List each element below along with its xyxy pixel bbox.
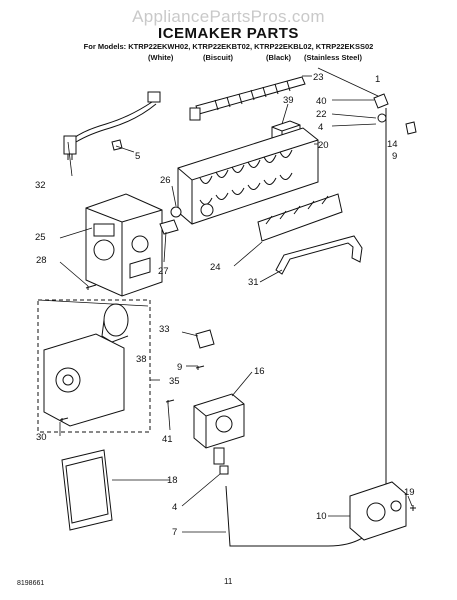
callout-label: 30 xyxy=(36,432,47,443)
gear-part xyxy=(170,206,182,218)
callout-label: 25 xyxy=(35,232,46,243)
model-list: For Models: KTRP22EKWH02, KTRP22EKBT02, … xyxy=(83,42,374,51)
wire-harness-part xyxy=(63,91,161,160)
screw-part xyxy=(85,284,97,290)
callout-label: 40 xyxy=(316,96,327,107)
callout-label: 23 xyxy=(313,72,324,83)
stripper-part xyxy=(257,193,343,242)
callout-label: 16 xyxy=(254,366,265,377)
callout-label: 41 xyxy=(162,434,173,445)
callout-label: 28 xyxy=(36,255,47,266)
callout-label: 39 xyxy=(283,95,294,106)
inlet-valve-part xyxy=(349,481,407,541)
callout-label: 20 xyxy=(318,140,329,151)
variant-biscuit: (Biscuit) xyxy=(203,53,233,62)
callout-label: 7 xyxy=(172,527,177,538)
motor-shaft-part xyxy=(159,219,179,235)
callout-label: 9 xyxy=(177,362,182,373)
callout-label: 35 xyxy=(169,376,180,387)
motor-inset-box xyxy=(37,299,151,433)
page-title: ICEMAKER PARTS xyxy=(158,25,299,42)
callout-label: 24 xyxy=(210,262,221,273)
callout-label: 32 xyxy=(35,180,46,191)
callout-label: 4 xyxy=(172,502,177,513)
mounting-plate-part xyxy=(43,333,125,427)
watermark: AppliancePartsPros.com xyxy=(132,7,325,26)
callout-label: 19 xyxy=(404,487,415,498)
wire-clip-part xyxy=(111,139,123,151)
variant-stainless: (Stainless Steel) xyxy=(304,53,362,62)
callout-label: 1 xyxy=(375,74,380,85)
nut-part xyxy=(377,113,387,123)
inlet-fitting-part xyxy=(219,465,229,475)
callout-label: 10 xyxy=(316,511,327,522)
motor-part xyxy=(101,303,129,343)
document-number: 8198661 xyxy=(17,580,45,587)
screw-part xyxy=(410,505,416,511)
control-housing-part xyxy=(85,193,163,297)
callout-label: 31 xyxy=(248,277,259,288)
fitting-part xyxy=(373,93,389,109)
ejector-assembly-part xyxy=(189,76,306,121)
page-number: 11 xyxy=(224,577,233,586)
callout-label: 27 xyxy=(158,266,169,277)
callout-label: 9 xyxy=(392,151,397,162)
callout-label: 18 xyxy=(167,475,178,486)
callout-label: 33 xyxy=(159,324,170,335)
shutoff-arm-part xyxy=(275,235,363,275)
screw-part xyxy=(59,417,69,422)
filler-cup-part xyxy=(61,449,113,531)
callout-labels: 1 40 22 4 14 9 23 39 20 5 26 32 25 28 27… xyxy=(35,72,415,538)
clamp-part xyxy=(405,121,417,135)
bracket-part xyxy=(195,329,215,349)
callout-label: 26 xyxy=(160,175,171,186)
callout-label: 5 xyxy=(135,151,140,162)
callout-label: 38 xyxy=(136,354,147,365)
variant-black: (Black) xyxy=(266,53,292,62)
callout-label: 4 xyxy=(318,122,323,133)
callout-label: 14 xyxy=(387,139,398,150)
variant-white: (White) xyxy=(148,53,174,62)
screw-part xyxy=(195,365,205,370)
callout-label: 22 xyxy=(316,109,327,120)
water-valve-part xyxy=(193,393,245,465)
screw-part xyxy=(165,399,175,404)
